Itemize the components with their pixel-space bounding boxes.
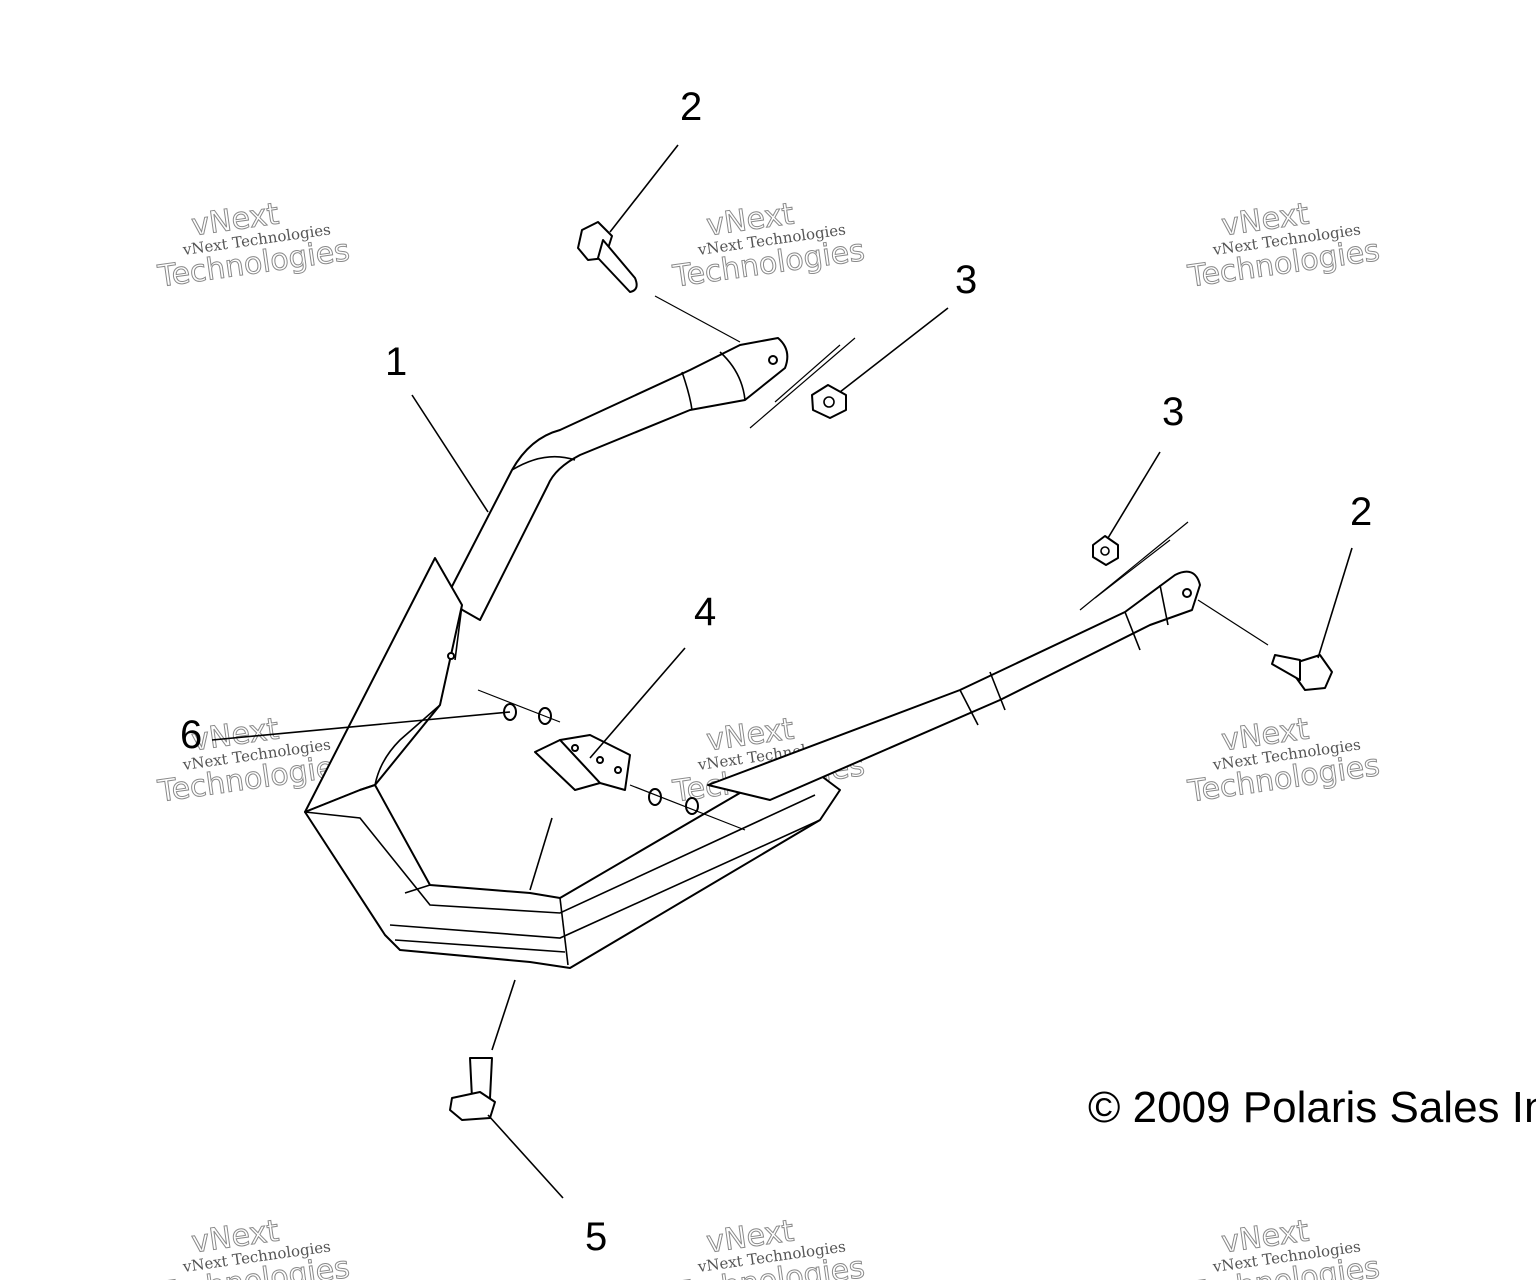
- callout-2: 2: [680, 85, 702, 129]
- bumper-left-plate: [304, 557, 463, 813]
- bracket-hole: [596, 756, 604, 764]
- leader-2a: [609, 144, 679, 233]
- watermark: vNext vNext Technologies Technologies: [1185, 1213, 1383, 1280]
- plate-crease: [304, 794, 816, 914]
- callout-2: 2: [1350, 490, 1372, 534]
- bolt-upper: [577, 221, 638, 293]
- leader-3b: [1107, 451, 1161, 539]
- watermark: vNext vNext Technologies Technologies: [670, 1213, 868, 1280]
- bracket-hole: [614, 766, 622, 774]
- mount-hole: [768, 355, 778, 365]
- callout-1: 1: [385, 340, 407, 384]
- bolt-lower: [449, 1057, 496, 1121]
- rivet-axis: [477, 689, 561, 723]
- alignment-lines: [491, 295, 1269, 1051]
- callout-3: 3: [1162, 390, 1184, 434]
- nut-upper: [811, 384, 847, 419]
- rivet-group: [477, 689, 746, 831]
- leader-6: [211, 711, 511, 741]
- bumper-left-tube: [444, 337, 789, 621]
- bumper-skid-plate: [304, 774, 841, 969]
- watermark: vNext vNext Technologies Technologies: [155, 196, 353, 295]
- watermark: vNext vNext Technologies Technologies: [1185, 196, 1383, 295]
- bolt-right: [1271, 654, 1333, 691]
- tube-seam: [681, 371, 693, 411]
- watermark: vNext vNext Technologies Technologies: [1185, 711, 1383, 810]
- watermark: vNext vNext Technologies Technologies: [155, 1213, 353, 1280]
- bracket-hole: [571, 744, 579, 752]
- leader-3a: [839, 307, 949, 393]
- plate-crease: [404, 884, 431, 894]
- nut-bore: [823, 396, 835, 408]
- plate-crease: [389, 819, 821, 939]
- callout-4: 4: [694, 590, 716, 634]
- bracket: [534, 734, 631, 791]
- bumper-assembly: [304, 337, 1201, 969]
- nut-bore: [1100, 546, 1110, 556]
- callout-3: 3: [955, 258, 977, 302]
- leader-1: [411, 394, 489, 513]
- callout-6: 6: [180, 713, 202, 757]
- tube-seam: [1159, 584, 1169, 626]
- tube-seam: [1124, 611, 1141, 651]
- tube-seam: [959, 689, 979, 726]
- tube-seam: [719, 351, 746, 401]
- copyright-notice: © 2009 Polaris Sales In: [1088, 1083, 1536, 1132]
- leader-lines: [211, 144, 1353, 1199]
- mount-hole: [1182, 588, 1192, 598]
- tube-seam: [989, 671, 1006, 711]
- plate-edge: [454, 604, 463, 661]
- leader-5: [487, 1114, 564, 1199]
- plate-crease: [559, 897, 569, 966]
- bumper-right-tube: [707, 570, 1201, 801]
- plate-hole: [447, 652, 455, 660]
- callouts: 1 2 3 3 2 4 6 5: [180, 85, 1372, 1259]
- rivet: [685, 797, 699, 815]
- watermark: vNext vNext Technologies Technologies: [670, 196, 868, 295]
- leader-2b: [1317, 547, 1353, 659]
- tube-seam: [511, 455, 576, 471]
- nut-right: [1092, 535, 1119, 566]
- plate-inner: [374, 704, 441, 786]
- leader-4: [589, 647, 686, 759]
- rivet-axis: [629, 784, 746, 831]
- plate-crease: [394, 939, 566, 953]
- callout-5: 5: [585, 1215, 607, 1259]
